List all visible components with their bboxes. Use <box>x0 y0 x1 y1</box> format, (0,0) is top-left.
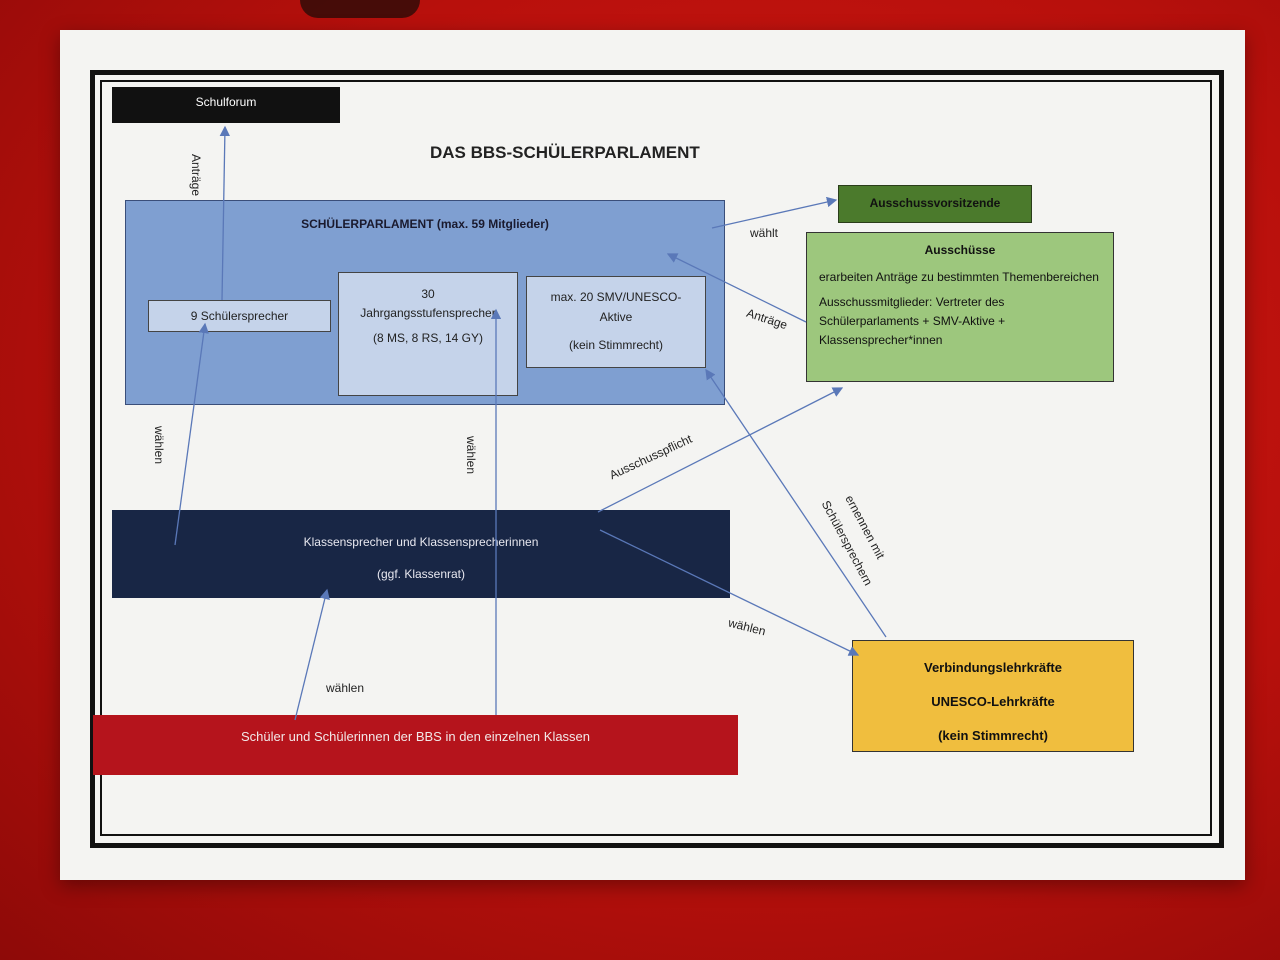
schueler-box: Schüler und Schülerinnen der BBS in den … <box>93 715 738 775</box>
smv-unesco-box: max. 20 SMV/UNESCO- Aktive (kein Stimmre… <box>526 276 706 368</box>
smv-line-2: Aktive <box>599 310 633 324</box>
frame-outer <box>90 70 1224 848</box>
smv-line-1: max. 20 SMV/UNESCO- <box>550 290 682 304</box>
schulforum-box: Schulforum <box>112 87 340 123</box>
label-waehlen-bottom: wählen <box>326 681 365 695</box>
arrow-waehlen-lehrkraefte <box>599 529 860 656</box>
klassen-line-1: Klassensprecher und Klassensprecherinnen <box>303 535 539 549</box>
label-antraege-left: Anträge <box>189 153 204 197</box>
label-waehlen-left: wählen <box>152 425 167 465</box>
jahrgang-line-2: Jahrgangsstufensprecher <box>360 306 496 320</box>
background-object <box>300 0 420 18</box>
arrow-schueler-klassen <box>294 588 330 721</box>
arrow-ernennen-smv <box>705 368 887 638</box>
label-waehlen-mid: wählen <box>464 435 479 475</box>
schuelerparlament-title: SCHÜLERPARLAMENT (max. 59 Mitglieder) <box>301 217 549 231</box>
lehrkraefte-box: Verbindungslehrkräfte UNESCO-Lehrkräfte … <box>852 640 1134 752</box>
jahrgang-line-1: 30 <box>421 287 435 301</box>
lehr-line-3: (kein Stimmrecht) <box>938 728 1048 743</box>
jahrgangsstufensprecher-box: 30 Jahrgangsstufensprecher (8 MS, 8 RS, … <box>338 272 518 396</box>
arrow-ausschusspflicht <box>597 387 844 513</box>
arrow-klassen-schuelersprecher <box>174 322 209 546</box>
arrow-waehlt-vorsitz <box>711 196 838 229</box>
ausschuesse-title: Ausschüsse <box>924 243 996 257</box>
klassensprecher-box: Klassensprecher und Klassensprecherinnen… <box>112 510 730 598</box>
ausschuesse-box: Ausschüsse erarbeiten Anträge zu bestimm… <box>806 232 1114 382</box>
ausschuesse-text-1: erarbeiten Anträge zu bestimmten Themenb… <box>819 270 1099 284</box>
frame-inner <box>100 80 1212 836</box>
jahrgang-line-3: (8 MS, 8 RS, 14 GY) <box>372 331 484 345</box>
arrow-antraege-parlament <box>666 253 807 323</box>
ausschussvorsitzende-box: Ausschussvorsitzende <box>838 185 1032 223</box>
klassen-line-2: (ggf. Klassenrat) <box>376 567 466 581</box>
label-waehlt: wählt <box>750 226 779 240</box>
diagram-title: DAS BBS-SCHÜLERPARLAMENT <box>430 143 700 162</box>
smv-line-3: (kein Stimmrecht) <box>568 338 663 352</box>
lehr-line-1: Verbindungslehrkräfte <box>924 660 1062 675</box>
arrow-antraege-schulforum <box>219 125 231 301</box>
schuelersprecher-box: 9 Schülersprecher <box>148 300 331 332</box>
lehr-line-2: UNESCO-Lehrkräfte <box>931 694 1055 709</box>
ausschuesse-text-2: Ausschussmitglieder: Vertreter des Schül… <box>819 295 1006 347</box>
